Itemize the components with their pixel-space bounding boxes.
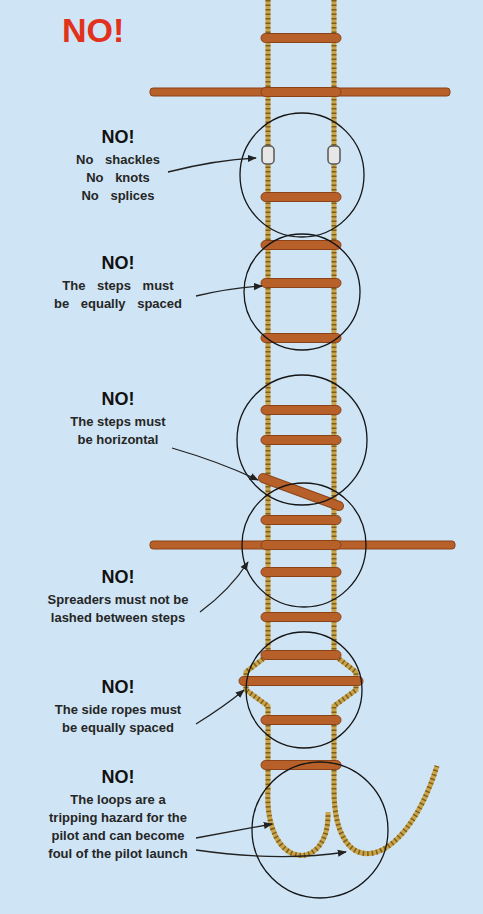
leader-line bbox=[168, 158, 256, 172]
highlight-circles bbox=[237, 113, 388, 898]
highlight-circle bbox=[244, 234, 360, 350]
warning-heading: NO! bbox=[73, 766, 163, 788]
ladder-step bbox=[261, 193, 341, 202]
ladder-step bbox=[261, 541, 341, 550]
ladder-step bbox=[261, 279, 341, 288]
leader-line bbox=[200, 562, 248, 612]
warning-heading: NO! bbox=[73, 252, 163, 274]
ladder-step bbox=[261, 406, 341, 415]
ladder-step bbox=[261, 613, 341, 622]
ladder-steps bbox=[239, 34, 363, 770]
warning-note: Spreaders must not be lashed between ste… bbox=[43, 591, 193, 627]
shackle bbox=[328, 146, 340, 164]
ladder-step bbox=[261, 436, 341, 445]
ladder-step bbox=[261, 516, 341, 525]
side-rope bbox=[246, 0, 328, 855]
warning-heading: NO! bbox=[73, 566, 163, 588]
ladder-step bbox=[261, 568, 341, 577]
shackle bbox=[262, 146, 274, 164]
warning-note: The steps must be horizontal bbox=[63, 413, 173, 449]
spreader bbox=[150, 541, 455, 549]
side-ropes bbox=[246, 0, 437, 855]
highlight-circle bbox=[242, 483, 366, 607]
wide-step bbox=[239, 677, 363, 686]
highlight-circle bbox=[237, 375, 367, 505]
warning-note: The loops are a tripping hazard for the … bbox=[47, 791, 190, 863]
warning-note: The steps must be equally spaced bbox=[49, 277, 187, 313]
warning-note: The side ropes must be equally spaced bbox=[51, 701, 185, 737]
ladder-step bbox=[261, 88, 341, 97]
warning-heading: NO! bbox=[73, 676, 163, 698]
leader-line bbox=[172, 448, 258, 480]
ladder-step bbox=[261, 716, 341, 725]
ladder-step bbox=[261, 651, 341, 660]
leader-line bbox=[196, 824, 272, 838]
leader-lines bbox=[168, 158, 346, 857]
leader-line bbox=[196, 286, 262, 296]
warning-heading: NO! bbox=[73, 126, 163, 148]
leader-line bbox=[196, 850, 346, 857]
ladder-step bbox=[261, 334, 341, 343]
ladder-step bbox=[261, 34, 341, 43]
highlight-circle bbox=[252, 762, 388, 898]
tilted-step bbox=[263, 478, 339, 506]
tilted-step bbox=[263, 478, 339, 506]
rope-texture bbox=[246, 0, 328, 855]
leader-line bbox=[196, 690, 244, 724]
warning-note: No shackles No knots No splices bbox=[74, 151, 162, 205]
spreader bbox=[150, 88, 450, 96]
highlight-circle bbox=[246, 632, 362, 748]
highlight-circle bbox=[240, 113, 364, 237]
warning-heading: NO! bbox=[73, 388, 163, 410]
title: NO! bbox=[62, 10, 124, 50]
